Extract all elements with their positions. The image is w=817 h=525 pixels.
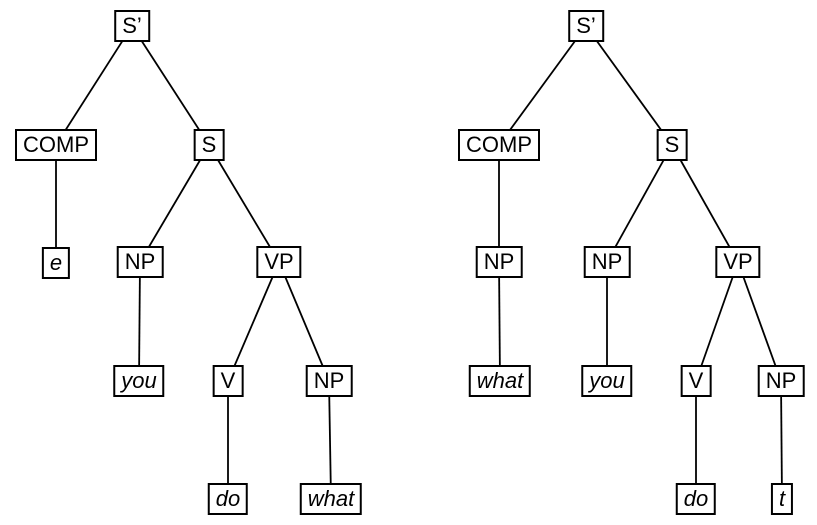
tree-edge-left-tree-sbar-s: [131, 25, 210, 146]
tree-edge-right-tree-np0-what: [498, 261, 501, 382]
tree-node-left-tree-what: what: [299, 483, 363, 515]
tree-node-left-tree-s: S: [193, 129, 225, 161]
tree-node-right-tree-t: t: [770, 483, 794, 515]
tree-node-right-tree-np1: NP: [583, 246, 631, 278]
tree-node-left-tree-sbar: S’: [114, 10, 150, 42]
tree-node-right-tree-you: you: [581, 365, 633, 397]
tree-edge-right-tree-vp-np2: [737, 261, 782, 382]
tree-node-left-tree-you: you: [113, 365, 165, 397]
tree-node-left-tree-v: V: [212, 365, 244, 397]
tree-node-right-tree-np0: NP: [475, 246, 523, 278]
tree-edge-left-tree-np2-what: [328, 380, 332, 500]
tree-edge-right-tree-s-np1: [606, 144, 673, 263]
tree-edge-left-tree-s-np1: [139, 144, 210, 263]
tree-edge-left-tree-s-vp: [208, 144, 280, 263]
tree-node-left-tree-do: do: [207, 483, 249, 515]
tree-node-left-tree-np1: NP: [116, 246, 164, 278]
tree-node-right-tree-v: V: [680, 365, 712, 397]
tree-node-right-tree-s: S: [656, 129, 688, 161]
tree-node-left-tree-vp: VP: [256, 246, 302, 278]
tree-node-left-tree-comp: COMP: [15, 129, 97, 161]
tree-edge-right-tree-np2-t: [780, 380, 783, 500]
tree-node-left-tree-np2: NP: [305, 365, 353, 397]
tree-edge-right-tree-s-vp: [671, 144, 739, 263]
tree-edge-right-tree-vp-v: [695, 261, 739, 382]
tree-node-right-tree-sbar: S’: [568, 10, 604, 42]
tree-node-right-tree-comp: COMP: [458, 129, 540, 161]
tree-node-right-tree-what: what: [468, 365, 532, 397]
tree-node-right-tree-vp: VP: [715, 246, 761, 278]
tree-node-right-tree-np2: NP: [757, 365, 805, 397]
tree-node-right-tree-do: do: [675, 483, 717, 515]
tree-edge-right-tree-sbar-s: [585, 25, 673, 146]
tree-edge-right-tree-sbar-comp: [498, 25, 587, 146]
tree-node-left-tree-e: e: [41, 247, 71, 279]
tree-edge-left-tree-vp-np2: [278, 261, 330, 382]
tree-edge-left-tree-np1-you: [138, 261, 141, 382]
tree-edge-left-tree-sbar-comp: [55, 25, 133, 146]
tree-edge-left-tree-vp-v: [227, 261, 280, 382]
